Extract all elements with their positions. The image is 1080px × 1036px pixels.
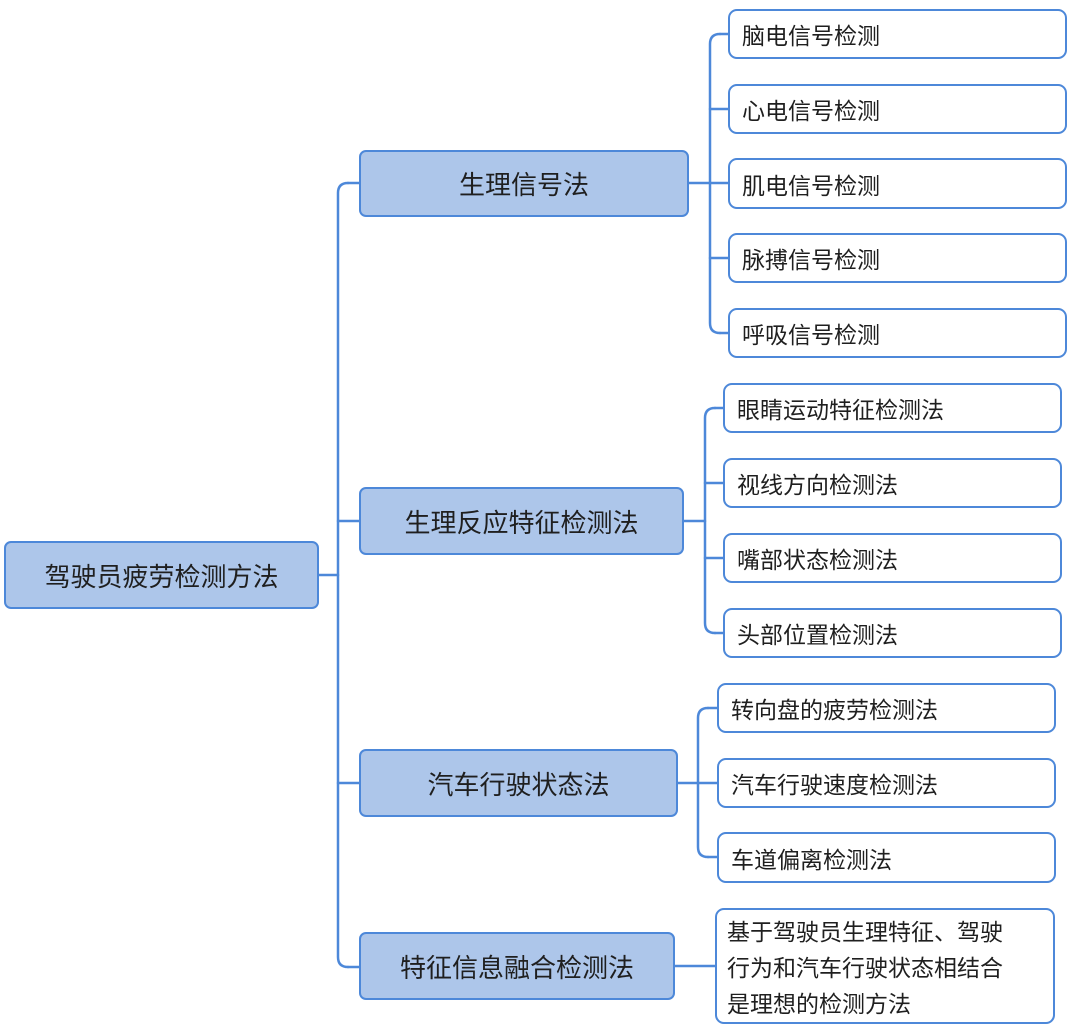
leaf-label: 头部位置检测法 — [737, 623, 898, 649]
branch-label: 生理反应特征检测法 — [404, 508, 639, 539]
leaf-node[interactable]: 脑电信号检测 — [728, 9, 1067, 59]
leaf-node-fusion-description[interactable]: 基于驾驶员生理特征、驾驶 行为和汽车行驶状态相结合 是理想的检测方法 — [715, 908, 1055, 1024]
leaf-label: 呼吸信号检测 — [742, 323, 880, 349]
root-label: 驾驶员疲劳检测方法 — [44, 562, 279, 593]
leaf-node[interactable]: 车道偏离检测法 — [717, 832, 1056, 883]
leaf-label: 脑电信号检测 — [742, 24, 880, 50]
leaf-node[interactable]: 眼睛运动特征检测法 — [723, 383, 1062, 433]
leaf-node[interactable]: 转向盘的疲劳检测法 — [717, 683, 1056, 733]
leaf-label: 肌电信号检测 — [742, 173, 880, 200]
branch-node-physiological-signal[interactable]: 生理信号法 — [359, 150, 689, 217]
leaf-label: 视线方向检测法 — [737, 473, 898, 499]
leaf-label: 车道偏离检测法 — [731, 847, 892, 874]
leaf-node[interactable]: 嘴部状态检测法 — [723, 533, 1062, 583]
leaf-label: 脉搏信号检测 — [742, 248, 880, 274]
leaf-node[interactable]: 肌电信号检测 — [728, 158, 1067, 209]
branch-label: 特征信息融合检测法 — [399, 953, 634, 984]
connector-b2-vertical — [703, 406, 717, 635]
connector-trunk — [336, 181, 350, 969]
leaf-node[interactable]: 汽车行驶速度检测法 — [717, 758, 1056, 808]
leaf-label: 眼睛运动特征检测法 — [737, 398, 944, 424]
leaf-node[interactable]: 头部位置检测法 — [723, 608, 1062, 658]
root-node[interactable]: 驾驶员疲劳检测方法 — [4, 541, 319, 609]
leaf-node[interactable]: 呼吸信号检测 — [728, 308, 1067, 358]
branch-node-reaction-features[interactable]: 生理反应特征检测法 — [359, 487, 684, 555]
leaf-node[interactable]: 脉搏信号检测 — [728, 233, 1067, 283]
branch-node-driving-state[interactable]: 汽车行驶状态法 — [359, 749, 678, 817]
leaf-label: 嘴部状态检测法 — [737, 548, 898, 574]
branch-label: 汽车行驶状态法 — [427, 770, 610, 801]
branch-label: 生理信号法 — [458, 171, 589, 201]
leaf-node[interactable]: 心电信号检测 — [728, 84, 1067, 134]
branch-node-feature-fusion[interactable]: 特征信息融合检测法 — [359, 932, 675, 1000]
leaf-label: 基于驾驶员生理特征、驾驶 行为和汽车行驶状态相结合 是理想的检测方法 — [727, 920, 1003, 1018]
leaf-label: 心电信号检测 — [742, 99, 880, 125]
leaf-label: 转向盘的疲劳检测法 — [731, 698, 938, 724]
leaf-label: 汽车行驶速度检测法 — [731, 773, 938, 799]
leaf-node[interactable]: 视线方向检测法 — [723, 458, 1062, 508]
